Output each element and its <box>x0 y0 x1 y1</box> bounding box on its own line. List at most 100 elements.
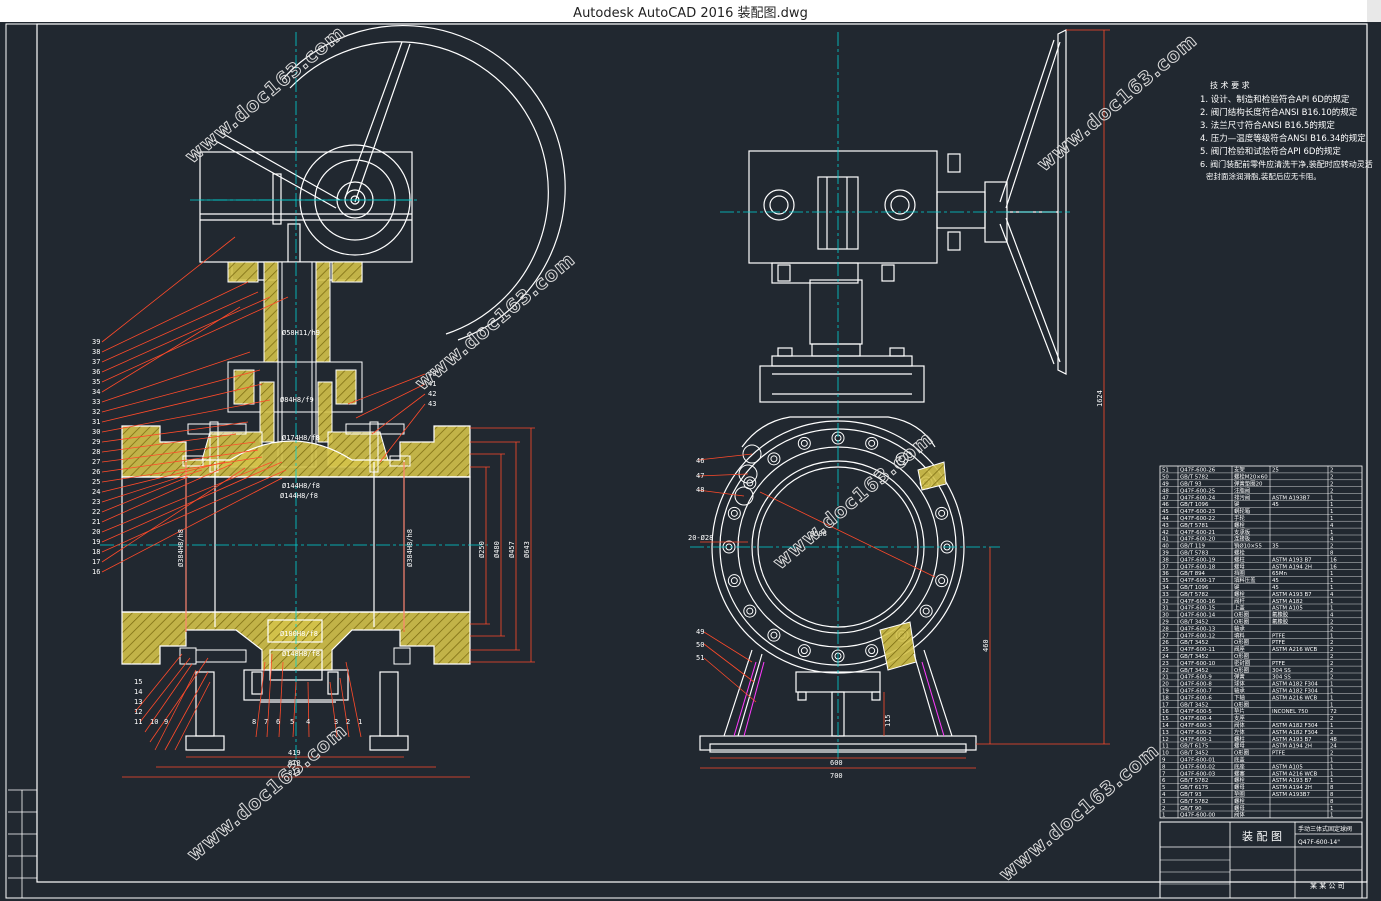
bom-cell: 25 <box>1162 647 1169 653</box>
dim-stem2: Ø84H8/f9 <box>280 396 314 404</box>
bom-cell: GB/T 3452 <box>1180 668 1208 674</box>
bom-cell: 24 <box>1330 744 1337 750</box>
bom-cell: 1 <box>1330 585 1333 591</box>
inner-frame <box>36 23 1368 883</box>
bom-cell: Q47F-600-20 <box>1180 537 1216 543</box>
bom-cell: O形圈 <box>1234 749 1249 757</box>
flange-bolt-hole <box>767 452 781 466</box>
note-6: 6. 阀门装配前零件应清洗干净,装配时应转动灵活 <box>1200 159 1373 169</box>
bom-cell: Q47F-600-25 <box>1180 488 1215 494</box>
drawing-svg[interactable]: 39 38 37 36 35 34 33 32 31 30 29 28 27 2… <box>0 22 1381 901</box>
bom-cell: 底座 <box>1234 762 1245 770</box>
callouts-left: 39 38 37 36 35 34 33 32 31 30 29 28 27 2… <box>92 338 436 726</box>
bom-cell: Q47F-600-9 <box>1180 675 1212 681</box>
bom-cell: Q47F-600-03 <box>1180 771 1215 777</box>
callout: 36 <box>92 368 100 376</box>
bom-cell: GB/T 5782 <box>1180 778 1208 784</box>
window-title: Autodesk AutoCAD 2016 装配图.dwg <box>573 5 808 21</box>
bom-cell: Q47F-600-23 <box>1180 509 1215 515</box>
bom-cell: GB/T 1096 <box>1180 502 1209 508</box>
drawing-canvas[interactable]: 39 38 37 36 35 34 33 32 31 30 29 28 27 2… <box>0 22 1381 901</box>
bom-cell: 9 <box>1162 758 1166 764</box>
note-4: 4. 压力—温度等级符合ANSI B16.34的规定 <box>1200 133 1366 144</box>
flange-bolt-core <box>898 455 906 463</box>
bom-cell: 1 <box>1330 606 1333 612</box>
bom-cell: PTFE <box>1272 640 1286 646</box>
flange-bolt-core <box>922 607 930 615</box>
bom-cell: 螺塞 <box>1234 769 1245 777</box>
bom-cell: 螺母 <box>1234 783 1245 791</box>
bom-cell: 氟橡胶 <box>1272 618 1289 626</box>
flange-bolt-core <box>730 509 738 517</box>
bom-cell: ASTM A182 F304 <box>1272 689 1318 695</box>
bom-cell: PTFE <box>1272 661 1286 667</box>
callout: 34 <box>92 388 100 396</box>
dim-643: Ø643 <box>523 541 531 558</box>
watermark: www.doc163.com <box>411 248 580 394</box>
callout: 22 <box>92 508 100 516</box>
bom-cell: ASTM A193 B7 <box>1272 778 1312 784</box>
bom-cell: 螺母 <box>1234 804 1245 812</box>
bom-cell: 27 <box>1162 633 1169 639</box>
bom-cell: 2 <box>1330 751 1333 757</box>
left-section-view[interactable]: 39 38 37 36 35 34 33 32 31 30 29 28 27 2… <box>92 24 566 778</box>
bom-cell: 1 <box>1330 806 1333 812</box>
flange-bolt-core <box>938 509 946 517</box>
bom-cell: Q47F-600-14 <box>1180 613 1216 619</box>
flange-bolt-core <box>746 607 754 615</box>
bom-cell: GB/T 3452 <box>1180 620 1208 626</box>
bom-cell: ASTM A216 WCB <box>1272 647 1318 653</box>
bom-cell: 46 <box>1162 502 1169 508</box>
callout: 27 <box>92 458 100 466</box>
callout: 14 <box>134 688 142 696</box>
bom-cell: 销Ø10×55 <box>1234 542 1262 550</box>
bom-cell: 连接板 <box>1234 535 1251 543</box>
bom-cell: ASTM A193B7 <box>1272 792 1310 798</box>
bom-cell: Q47F-600-24 <box>1180 495 1216 501</box>
bom-cell: 13 <box>1162 730 1169 736</box>
bom-cell: 8 <box>1330 551 1334 557</box>
handwheel-right <box>999 29 1067 375</box>
bom-cell: 8 <box>1330 799 1334 805</box>
technical-notes: 技 术 要 求 1. 设计、制造和检验符合API 6D的规定 2. 阀门结构长度… <box>1200 80 1373 181</box>
bom-cell: ASTM A105 <box>1272 764 1303 770</box>
dim-460: 460 <box>982 639 990 652</box>
callout: 46 <box>696 457 704 465</box>
bom-cell: 1 <box>1330 695 1333 701</box>
lugs-right <box>734 444 947 671</box>
bom-cell: Q47F-600-5 <box>1180 709 1212 715</box>
bom-cell: GB/T 3452 <box>1180 702 1208 708</box>
bom-cell: Q47F-600-7 <box>1180 689 1212 695</box>
bom-cell: 螺栓 <box>1234 797 1245 805</box>
bom-cell: 38 <box>1162 557 1169 563</box>
bom-cell: 2 <box>1162 806 1165 812</box>
titlebar-corner <box>1367 0 1381 22</box>
flange-bolt-hole <box>767 628 781 642</box>
bom-cell: 12 <box>1162 737 1169 743</box>
bom-cell: 1 <box>1330 689 1333 695</box>
dim-low2: Ø148H8/f8 <box>282 650 320 658</box>
note-5: 5. 阀门检验和试验符合API 6D的规定 <box>1200 146 1341 157</box>
flange-bolt-core <box>938 577 946 585</box>
dim-115: 115 <box>884 714 892 727</box>
bom-cell: Q47F-600-22 <box>1180 516 1215 522</box>
callout: 3 <box>334 718 338 726</box>
bom-cell: 2 <box>1330 716 1333 722</box>
bom-cell: ASTM A193 B7 <box>1272 557 1312 563</box>
bom-cell: 1 <box>1330 571 1333 577</box>
bom-cell: Q47F-600-11 <box>1180 647 1215 653</box>
bom-cell: GB/T 6175 <box>1180 785 1208 791</box>
bom-cell: GB/T 3452 <box>1180 751 1208 757</box>
dim-stem3: Ø174H8/f8 <box>282 434 320 442</box>
bom-cell: 排污阀 <box>1234 493 1250 501</box>
bom-cell: 72 <box>1330 709 1337 715</box>
bom-cell: 2 <box>1330 626 1333 632</box>
right-side-view[interactable]: 600 700 1624 460 115 20-Ø28 Ø588 46 47 4… <box>688 29 1110 780</box>
notes-title: 技 术 要 求 <box>1210 80 1250 90</box>
bom-cell: 上盖 <box>1234 604 1245 612</box>
window-titlebar: Autodesk AutoCAD 2016 装配图.dwg <box>0 0 1381 23</box>
callout: 10 <box>150 718 158 726</box>
bom-cell: ASTM A194 2H <box>1272 744 1312 750</box>
callout: 31 <box>92 418 100 426</box>
